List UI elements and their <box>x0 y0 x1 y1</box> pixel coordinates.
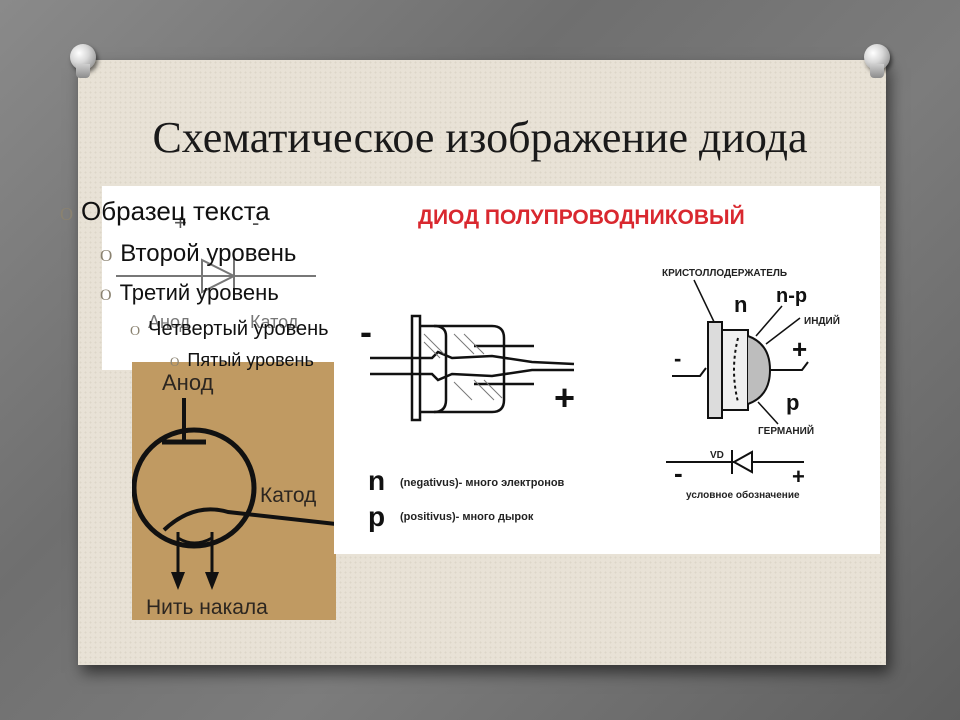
label-np: n-p <box>776 285 807 307</box>
semiconductor-heading: ДИОД ПОЛУПРОВОДНИКОВЫЙ <box>418 205 745 229</box>
vacuum-cathode-label: Катод <box>260 484 316 507</box>
vacuum-diode-drawing: Анод Катод Нить накала <box>131 370 337 619</box>
right-minus-sign: - <box>674 346 681 371</box>
right-plus-sign: + <box>792 334 807 364</box>
thumb-plus: + <box>174 210 187 235</box>
vacuum-filament-label: Нить накала <box>146 596 268 619</box>
bullet-text: Третий уровень <box>119 280 279 305</box>
bullet-list: O Образец текста O Второй уровень O Третий … <box>60 194 336 384</box>
p-description: (positivus)- много дырок <box>400 511 534 523</box>
n-letter: n <box>368 465 385 496</box>
n-description: (negativus)- много электронов <box>400 477 565 489</box>
bullet-glyph: O <box>100 287 112 304</box>
bullet-level-4: O Четвертый уровень <box>130 318 329 341</box>
label-n: n <box>734 292 747 317</box>
diode-symbol-drawing: + - Анод Катод <box>116 210 316 332</box>
pushpin-icon <box>864 44 890 78</box>
symbol-caption: условное обозначение <box>686 489 800 501</box>
slide-title: Схематическое изображение диода <box>152 113 808 162</box>
bullet-glyph: O <box>100 246 113 265</box>
bullet-text: Второй уровень <box>120 240 297 267</box>
vacuum-diode-panel: Анод Катод Нить накала <box>131 362 337 620</box>
bullet-glyph: O <box>170 354 180 369</box>
label-p: p <box>786 390 799 415</box>
bullet-glyph: O <box>60 204 73 224</box>
crystal-holder-label: КРИСТОЛЛОДЕРЖАТЕЛЬ <box>662 268 787 279</box>
bullet-text: Образец текста <box>81 196 270 226</box>
bullet-glyph: O <box>130 324 141 339</box>
bullet-level-2: O Второй уровень <box>100 240 296 268</box>
bullet-level-5: O Пятый уровень <box>170 350 314 371</box>
left-plus-sign: + <box>554 377 575 418</box>
diode-symbol-thumbnail: + - Анод Катод <box>102 186 334 370</box>
thumb-minus: - <box>252 210 259 235</box>
vd-label: VD <box>710 450 724 461</box>
symbol-minus-sign: - <box>674 458 683 488</box>
semiconductor-diode-panel: ДИОД ПОЛУПРОВОДНИКОВЫЙ - + n (negativus)… <box>334 186 880 554</box>
bullet-text: Четвертый уровень <box>148 318 329 340</box>
bullet-level-3: O Третий уровень <box>100 280 279 306</box>
bullet-text: Пятый уровень <box>187 350 314 370</box>
germanium-label: ГЕРМАНИЙ <box>758 424 814 437</box>
symbol-plus-sign: + <box>792 464 805 489</box>
pushpin-icon <box>70 44 96 78</box>
p-letter: p <box>368 501 385 532</box>
left-minus-sign: - <box>360 311 372 352</box>
thumb-anode-label: Анод <box>148 312 191 332</box>
vacuum-anode-label: Анод <box>162 370 214 395</box>
indium-label: ИНДИЙ <box>804 314 840 327</box>
thumb-cathode-label: Катод <box>250 312 299 332</box>
bullet-level-1: O Образец текста <box>60 196 270 227</box>
semiconductor-diode-drawing: ДИОД ПОЛУПРОВОДНИКОВЫЙ - + n (negativus)… <box>360 205 840 532</box>
